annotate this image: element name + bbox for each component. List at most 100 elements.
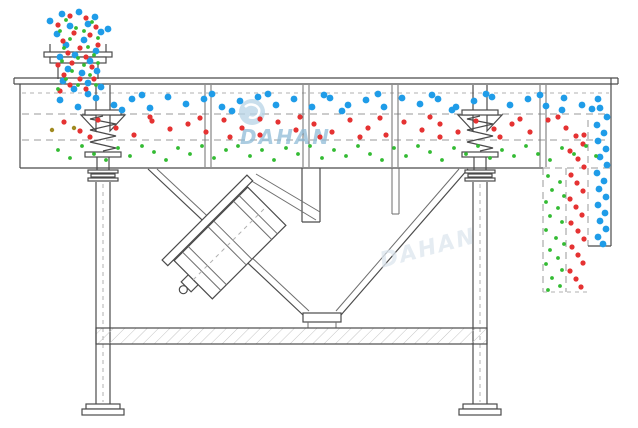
green-particle [260, 148, 264, 152]
red-particle [567, 148, 573, 154]
right-spring-assembly [456, 85, 504, 182]
blue-particle [66, 22, 74, 30]
right-leg [458, 182, 502, 416]
green-particle [464, 152, 468, 156]
red-particle [89, 64, 95, 70]
green-particle [560, 220, 564, 224]
red-particle [568, 220, 574, 226]
blue-particle [434, 95, 442, 103]
blue-particle [264, 90, 272, 98]
blue-particle [593, 121, 601, 129]
green-particle [86, 45, 90, 49]
red-particle [69, 60, 75, 66]
green-particle [236, 144, 240, 148]
deck-ribs [204, 85, 547, 167]
red-particle [87, 134, 93, 140]
green-particle [82, 63, 86, 67]
spring-top-plate [84, 109, 122, 116]
screen-deck [13, 77, 619, 246]
green-particle [64, 18, 68, 22]
green-particle [558, 180, 562, 184]
blue-particle [338, 107, 346, 115]
vibration-motor [161, 174, 287, 300]
green-particle [320, 156, 324, 160]
green-particle [224, 148, 228, 152]
green-particle [558, 284, 562, 288]
red-particle [569, 244, 575, 250]
blue-particle [70, 85, 78, 93]
green-particle [548, 158, 552, 162]
blue-particle [594, 95, 602, 103]
green-particle [176, 146, 180, 150]
red-particle [93, 24, 99, 30]
red-particle [568, 172, 574, 178]
blue-particle [344, 101, 352, 109]
red-particle [60, 38, 66, 44]
red-particle [573, 133, 579, 139]
green-particle [128, 154, 132, 158]
green-particle [60, 59, 64, 63]
blue-particle [200, 95, 208, 103]
red-particle [575, 228, 581, 234]
red-particle [95, 117, 101, 123]
green-particle [80, 144, 84, 148]
green-particle [96, 61, 100, 65]
green-particle [62, 46, 66, 50]
green-particle [64, 77, 68, 81]
green-particle [392, 146, 396, 150]
red-particle [65, 50, 71, 56]
red-particle [203, 129, 209, 135]
red-particle [573, 204, 579, 210]
red-particle [83, 86, 89, 92]
red-particle [83, 15, 89, 21]
blue-particle [56, 53, 64, 61]
red-particle [357, 134, 363, 140]
blue-particle [524, 95, 532, 103]
green-particle [584, 144, 588, 148]
green-particle [74, 26, 78, 30]
green-particle [164, 158, 168, 162]
green-particle [76, 56, 80, 60]
blue-particle [560, 94, 568, 102]
foot-plate [462, 403, 498, 410]
blue-particle [596, 217, 604, 225]
green-particle [76, 83, 80, 87]
blue-particle [74, 103, 82, 111]
green-particle [344, 154, 348, 158]
green-particle [296, 152, 300, 156]
blue-particle [92, 47, 100, 55]
blue-particle [600, 129, 608, 137]
blue-particle [146, 104, 154, 112]
red-particle [83, 54, 89, 60]
blue-particle [602, 225, 610, 233]
red-particle [147, 114, 153, 120]
red-particle [580, 188, 586, 194]
blue-particle [208, 90, 216, 98]
foot-plate [85, 403, 121, 410]
red-particle [257, 116, 263, 122]
red-particle [317, 134, 323, 140]
green-particle [82, 29, 86, 33]
green-particle [560, 146, 564, 150]
green-particle [488, 156, 492, 160]
red-particle [91, 76, 97, 82]
red-particle [71, 30, 77, 36]
green-particle [512, 154, 516, 158]
green-particle [188, 152, 192, 156]
green-particle [594, 154, 598, 158]
foot-base [458, 408, 502, 416]
spring-top-plate [461, 109, 499, 116]
green-particle [152, 150, 156, 154]
red-particle [221, 117, 227, 123]
red-particle [581, 164, 587, 170]
watermark-diagonal: DAHAN [377, 224, 479, 274]
green-particle [92, 53, 96, 57]
red-particle [573, 276, 579, 282]
blue-particle [602, 145, 610, 153]
green-particle [550, 276, 554, 280]
blue-particle [138, 91, 146, 99]
blue-particle [118, 106, 126, 114]
blue-particle [164, 93, 172, 101]
blue-particle [308, 103, 316, 111]
